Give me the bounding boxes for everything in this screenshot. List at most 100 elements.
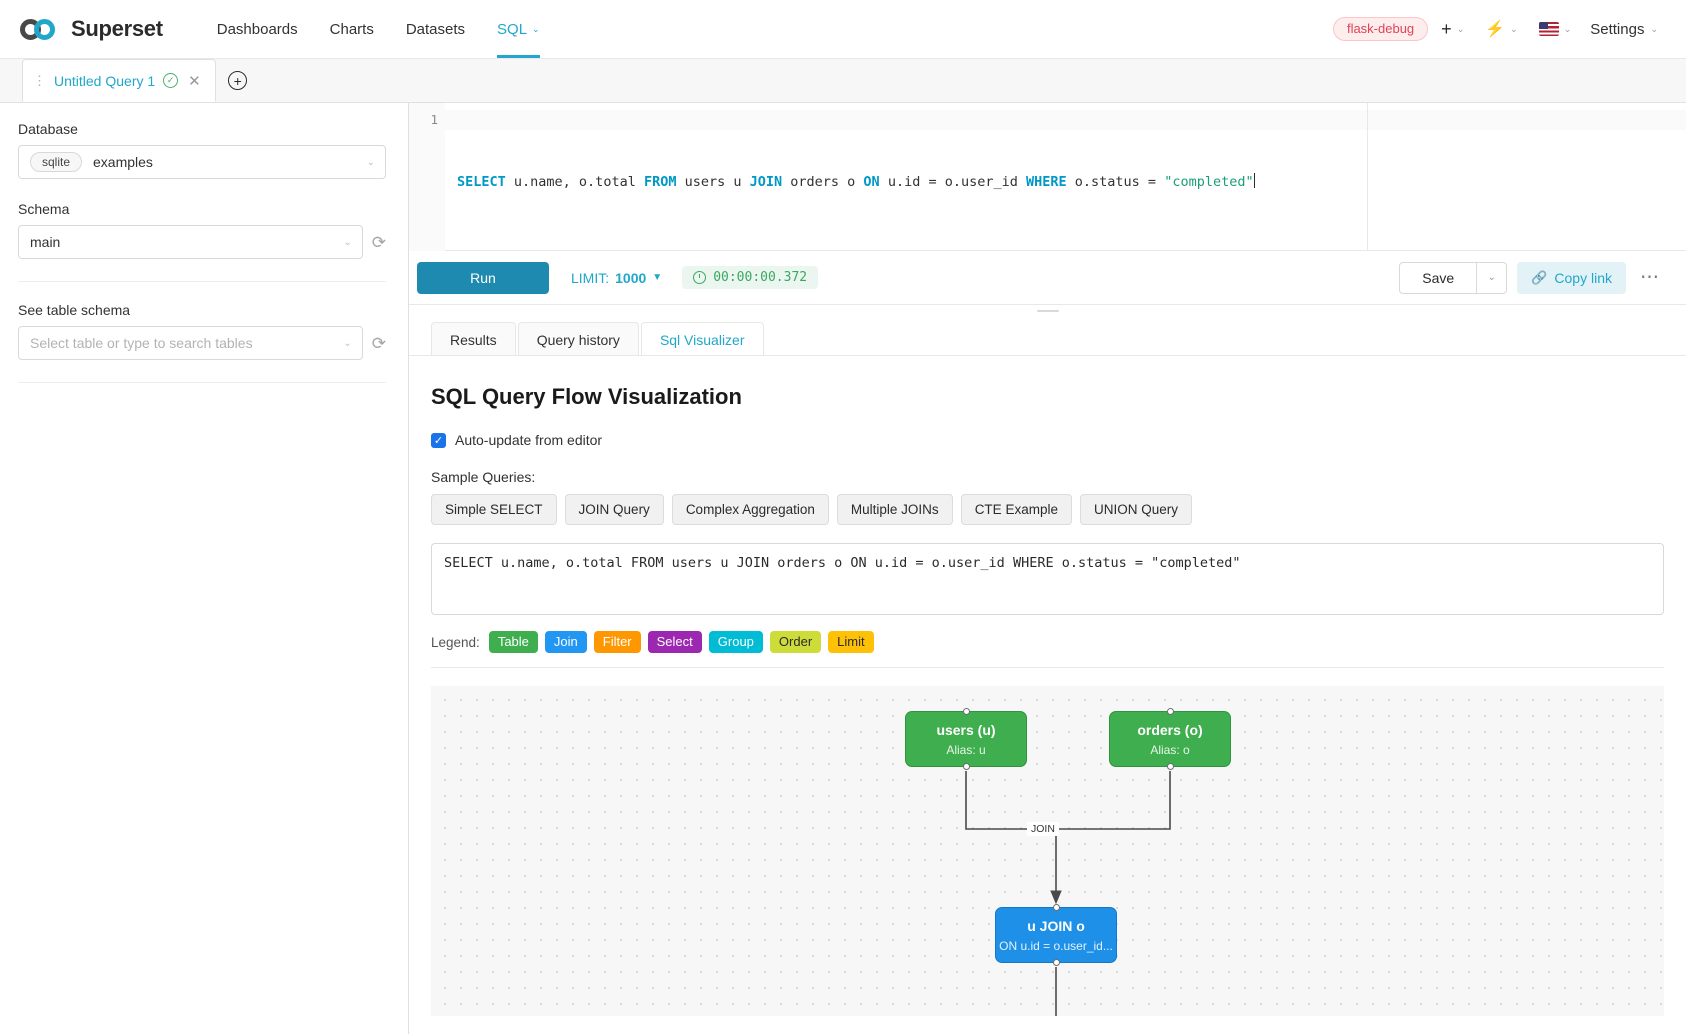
node-port-bottom[interactable]: [1052, 959, 1060, 966]
save-button[interactable]: Save: [1399, 261, 1478, 294]
flow-node-join-title: u JOIN o: [1027, 917, 1085, 934]
plus-icon: +: [1441, 18, 1452, 39]
legend-badge-order: Order: [769, 631, 822, 653]
node-port-bottom[interactable]: [1166, 763, 1174, 770]
language-selector[interactable]: ⌄: [1531, 18, 1580, 40]
schema-row: main ⌄ ⟳: [18, 225, 386, 259]
refresh-schema-icon[interactable]: ⟳: [371, 232, 386, 252]
table-row: Select table or type to search tables ⌄ …: [18, 326, 386, 360]
editor-code-area[interactable]: SELECT u.name, o.total FROM users u JOIN…: [445, 103, 1686, 251]
active-line-highlight: [445, 110, 1686, 130]
sample-queries-row: Simple SELECT JOIN Query Complex Aggrega…: [431, 494, 1664, 525]
sample-btn-complex-aggregation[interactable]: Complex Aggregation: [671, 494, 829, 525]
database-engine-chip: sqlite: [30, 152, 83, 172]
tok-orders: orders o: [782, 174, 864, 190]
editor-line-1: SELECT u.name, o.total FROM users u JOIN…: [457, 172, 1686, 192]
auto-update-checkbox[interactable]: ✓: [431, 432, 446, 448]
run-button[interactable]: Run: [417, 261, 549, 294]
more-options-icon[interactable]: ⋯: [1640, 267, 1660, 288]
refresh-tables-icon[interactable]: ⟳: [371, 333, 386, 353]
table-select[interactable]: Select table or type to search tables ⌄: [18, 326, 363, 360]
sample-btn-cte-example[interactable]: CTE Example: [960, 494, 1072, 525]
left-query-panel: Database sqlite examples ⌄ Schema main ⌄…: [0, 103, 409, 1034]
sample-btn-simple-select[interactable]: Simple SELECT: [431, 494, 557, 525]
chevron-down-icon: ⌄: [1650, 23, 1658, 34]
table-placeholder: Select table or type to search tables: [30, 335, 253, 351]
settings-label: Settings: [1590, 20, 1645, 38]
brand-logo-link[interactable]: Superset: [20, 16, 163, 42]
plus-circle-icon: +: [228, 71, 248, 90]
nav-right-cluster: flask-debug + ⌄ ⚡ ⌄ ⌄ Settings ⌄: [1332, 15, 1664, 44]
legend-badge-join: Join: [544, 631, 587, 653]
sql-editor[interactable]: 1 SELECT u.name, o.total FROM users u JO…: [409, 103, 1686, 251]
nav-sql[interactable]: SQL ⌄: [481, 0, 556, 58]
tok-where: WHERE: [1026, 174, 1067, 190]
new-item-button[interactable]: + ⌄: [1433, 15, 1472, 44]
limit-dropdown[interactable]: LIMIT: 1000 ▼: [571, 270, 662, 286]
sample-btn-join-query[interactable]: JOIN Query: [564, 494, 664, 525]
limit-label: LIMIT:: [571, 269, 610, 286]
settings-menu[interactable]: Settings ⌄: [1584, 21, 1664, 38]
tab-query-history[interactable]: Query history: [517, 322, 639, 356]
flow-node-orders[interactable]: orders (o) Alias: o: [1109, 708, 1231, 770]
flow-edge-label-join: JOIN: [1027, 822, 1059, 836]
tok-from: FROM: [643, 174, 677, 190]
schema-select[interactable]: main ⌄: [18, 225, 363, 259]
flow-node-users[interactable]: users (u) Alias: u: [905, 708, 1027, 770]
superset-logo-icon: [20, 16, 62, 42]
node-port-bottom[interactable]: [962, 763, 970, 770]
node-port-top[interactable]: [1166, 708, 1174, 715]
tab-sql-visualizer[interactable]: Sql Visualizer: [640, 322, 764, 356]
node-port-top[interactable]: [1052, 904, 1060, 911]
flow-node-users-subtitle: Alias: u: [946, 742, 986, 757]
legend-badge-filter: Filter: [593, 631, 641, 653]
query-tab-bar: ⋮ Untitled Query 1 ✓ ✕ +: [0, 59, 1686, 103]
result-tabs: Results Query history Sql Visualizer: [409, 316, 1686, 356]
bolt-menu-button[interactable]: ⚡ ⌄: [1477, 15, 1525, 43]
legend-badge-table: Table: [488, 631, 538, 653]
editor-print-margin: [1367, 103, 1368, 250]
nav-datasets[interactable]: Datasets: [390, 0, 481, 58]
nav-dashboards-label: Dashboards: [216, 20, 298, 38]
nav-dashboards[interactable]: Dashboards: [201, 0, 314, 58]
tab-query-history-label: Query history: [536, 331, 620, 348]
query-flow-canvas[interactable]: users (u) Alias: u orders (o) Alias: o J…: [431, 686, 1664, 1016]
editor-toolbar: Run LIMIT: 1000 ▼ 00:00:00.372 Save ⌄: [409, 251, 1686, 305]
flow-node-join[interactable]: u JOIN o ON u.id = o.user_id...: [995, 904, 1117, 966]
query-timer-value: 00:00:00.372: [713, 270, 808, 285]
chevron-down-icon: ⌄: [1510, 23, 1518, 34]
add-query-tab-button[interactable]: +: [216, 59, 260, 102]
flow-node-orders-subtitle: Alias: o: [1150, 742, 1190, 757]
brand-name: Superset: [71, 16, 163, 41]
sql-input-textarea[interactable]: [431, 543, 1664, 615]
sample-btn-union-query[interactable]: UNION Query: [1079, 494, 1192, 525]
left-panel-divider-2: [18, 382, 386, 383]
workspace: Database sqlite examples ⌄ Schema main ⌄…: [0, 103, 1686, 1034]
tab-results[interactable]: Results: [431, 322, 516, 356]
copy-link-button[interactable]: 🔗 Copy link: [1517, 261, 1626, 294]
page-title: SQL Query Flow Visualization: [431, 384, 742, 409]
flow-node-join-subtitle: ON u.id = o.user_id...: [999, 938, 1113, 953]
tab-results-label: Results: [450, 331, 497, 348]
legend-badge-group: Group: [708, 631, 763, 653]
sample-btn-multiple-joins[interactable]: Multiple JOINs: [836, 494, 953, 525]
nav-charts-label: Charts: [329, 20, 374, 38]
nav-charts[interactable]: Charts: [314, 0, 390, 58]
link-icon: 🔗: [1531, 269, 1548, 285]
panel-resize-handle[interactable]: [409, 305, 1686, 316]
drag-handle-icon[interactable]: ⋮: [33, 73, 46, 88]
tab-sql-visualizer-label: Sql Visualizer: [659, 331, 745, 348]
chevron-down-icon: ⌄: [343, 236, 352, 248]
flow-node-users-title: users (u): [936, 721, 996, 738]
query-tab-untitled-query-1[interactable]: ⋮ Untitled Query 1 ✓ ✕: [22, 59, 216, 102]
legend-badge-select: Select: [647, 631, 702, 653]
node-port-top[interactable]: [962, 708, 970, 715]
editor-gutter: 1: [409, 103, 445, 251]
top-navbar: Superset Dashboards Charts Datasets SQL …: [0, 0, 1686, 59]
close-icon[interactable]: ✕: [188, 72, 201, 90]
flask-debug-badge: flask-debug: [1332, 17, 1429, 41]
left-panel-divider: [18, 281, 386, 282]
database-select[interactable]: sqlite examples ⌄: [18, 145, 386, 179]
save-button-group: Save ⌄: [1399, 261, 1508, 294]
save-dropdown-caret[interactable]: ⌄: [1477, 261, 1508, 294]
